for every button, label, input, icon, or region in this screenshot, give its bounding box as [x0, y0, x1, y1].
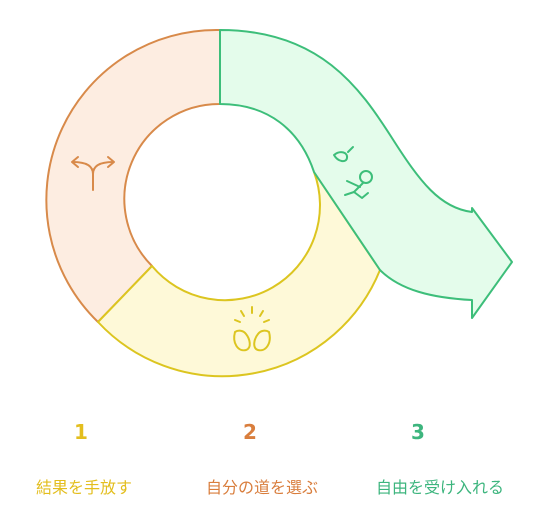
segment-orange [45, 28, 221, 323]
person-leaping-icon [333, 146, 373, 199]
step-2-caption: 自分の道を選ぶ [205, 478, 319, 497]
cycle-diagram [45, 28, 513, 378]
step-3-caption: 自由を受け入れる [375, 478, 505, 497]
segment-green-arrow [219, 29, 513, 319]
step-1-caption: 結果を手放す [35, 478, 133, 497]
step-3-number: 3 [411, 420, 425, 444]
fork-arrows-icon [71, 156, 115, 191]
step-2-number: 2 [243, 420, 257, 444]
step-1-number: 1 [74, 420, 88, 444]
open-hands-icon [233, 306, 271, 352]
